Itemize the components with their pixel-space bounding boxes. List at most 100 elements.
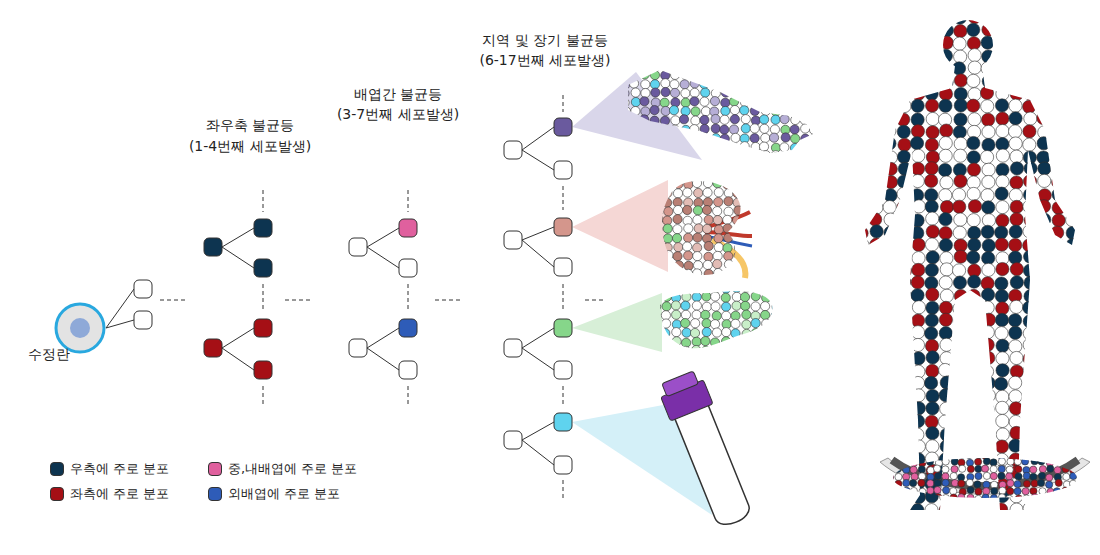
mosaic-cell (651, 329, 660, 338)
mosaic-cell (919, 452, 926, 459)
mosaic-cell (654, 233, 663, 242)
mosaic-cell (855, 150, 868, 163)
mosaic-cell (652, 345, 661, 354)
mosaic-cell (982, 163, 995, 176)
mosaic-cell (897, 351, 910, 364)
mosaic-cell (870, 188, 883, 201)
mosaic-cell (855, 163, 868, 176)
mosaic-cell (898, 427, 911, 440)
mosaic-cell (926, 225, 939, 238)
mosaic-cell (723, 215, 732, 224)
mosaic-cell (855, 86, 868, 99)
mosaic-cell (711, 143, 720, 152)
mosaic-cell (1047, 488, 1054, 495)
mosaic-cell (1009, 189, 1022, 202)
mosaic-cell (1010, 162, 1023, 175)
mosaic-cell (1051, 503, 1064, 516)
mosaic-cell (897, 226, 910, 239)
mosaic-cell (990, 466, 997, 473)
mosaic-cell (966, 451, 973, 458)
mosaic-cell (934, 480, 941, 487)
mosaic-cell (1052, 49, 1065, 62)
mosaic-cell (661, 151, 670, 160)
mosaic-cell (925, 504, 938, 517)
mosaic-cell (752, 346, 761, 355)
mosaic-cell (912, 402, 925, 415)
mosaic-cell (1031, 480, 1038, 487)
mosaic-cell (998, 458, 1005, 465)
mosaic-cell (791, 98, 800, 107)
mosaic-cell (711, 61, 720, 70)
blood-vessel (705, 212, 752, 236)
mosaic-cell (870, 340, 883, 353)
mosaic-cell (1009, 390, 1022, 403)
mosaic-cell (662, 338, 671, 347)
mosaic-cell (701, 107, 710, 116)
mosaic-cell (673, 252, 682, 261)
mosaic-cell (711, 79, 720, 88)
mosaic-cell (811, 71, 820, 80)
mosaic-cell (734, 243, 743, 252)
mosaic-cell (713, 215, 722, 224)
mosaic-cell (887, 452, 894, 459)
mosaic-cell (800, 97, 809, 106)
mosaic-cell (856, 112, 869, 125)
mosaic-cell (740, 71, 749, 80)
mosaic-cell (982, 50, 995, 63)
cell-square (254, 259, 272, 277)
mosaic-cell (771, 89, 780, 98)
mosaic-cell (1052, 214, 1065, 227)
mosaic-cell (702, 459, 710, 467)
mosaic-cell (1037, 427, 1050, 440)
mosaic-cell (748, 508, 756, 516)
mosaic-cell (1050, 389, 1063, 402)
cell-square (554, 361, 572, 379)
mosaic-cell (998, 494, 1005, 501)
mosaic-cell (684, 233, 693, 242)
mosaic-cell (631, 62, 640, 71)
mosaic-cell (621, 125, 630, 134)
mosaic-cell (692, 337, 701, 346)
mosaic-cell (898, 289, 911, 302)
mosaic-cell (954, 99, 967, 112)
mosaic-cell (810, 143, 819, 152)
mosaic-cell (855, 389, 868, 402)
mosaic-cell (934, 452, 941, 459)
mosaic-cell (714, 197, 723, 206)
mosaic-cell (676, 450, 684, 458)
mosaic-cell (883, 74, 896, 87)
stage-range: (3-7번째 세포발생) (337, 106, 459, 123)
mosaic-cell (654, 180, 663, 189)
mosaic-cell (1070, 488, 1077, 495)
mosaic-cell (981, 189, 994, 202)
mosaic-cell (731, 71, 740, 80)
mosaic-cell (967, 302, 980, 315)
mosaic-cell (897, 315, 910, 328)
mosaic-cell (870, 162, 883, 175)
mosaic-cell (1063, 495, 1070, 502)
mosaic-cell (693, 206, 702, 215)
mosaic-cell (981, 338, 994, 351)
mosaic-cell (700, 133, 709, 142)
mosaic-cell (995, 440, 1008, 453)
mosaic-cell (692, 301, 701, 310)
ureter (712, 240, 745, 278)
mosaic-cell (1070, 472, 1077, 479)
mosaic-cell (967, 99, 980, 112)
mosaic-cell (855, 176, 868, 189)
mosaic-cell (703, 475, 711, 483)
mosaic-cell (856, 377, 869, 390)
mosaic-cell (1010, 75, 1023, 88)
mosaic-cell (703, 442, 711, 450)
mosaic-cell (926, 301, 939, 314)
mosaic-cell (996, 175, 1009, 188)
mosaic-cell (895, 495, 902, 502)
mosaic-cell (968, 403, 981, 416)
mosaic-cell (620, 70, 629, 79)
mosaic-cell (884, 352, 897, 365)
mosaic-cell (995, 36, 1008, 49)
mosaic-cell (869, 149, 882, 162)
mosaic-cell (926, 251, 939, 264)
mosaic-cell (694, 425, 702, 433)
mosaic-cell (902, 495, 909, 502)
